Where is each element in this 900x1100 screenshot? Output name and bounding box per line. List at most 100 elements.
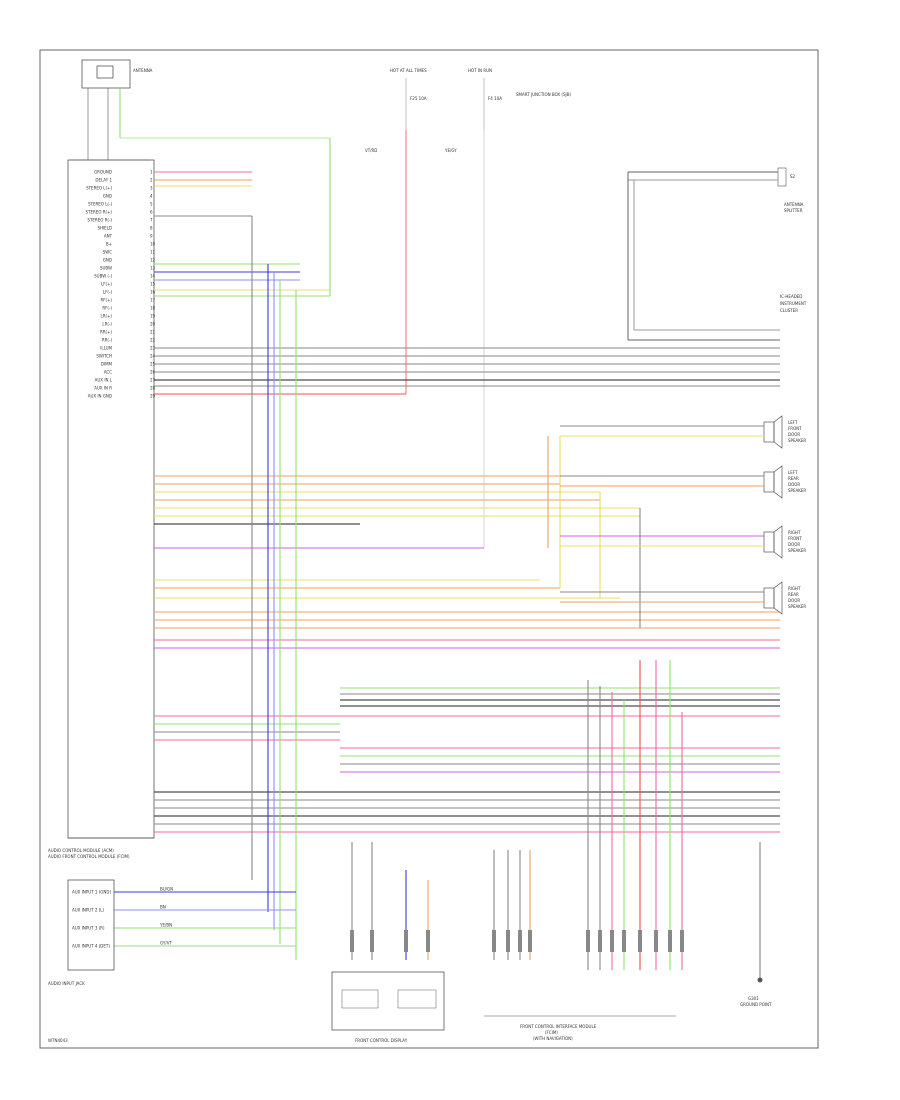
pin-label: STEREO R(-)	[87, 218, 112, 223]
connector-pin	[598, 930, 602, 952]
antenna-connector: ANTENNA	[70, 59, 330, 161]
front-control-display: FRONT CONTROL DISPLAY	[331, 971, 445, 1043]
fcim-connector: FRONT CONTROL INTERFACE MODULE (FCIM) (W…	[484, 1015, 676, 1041]
pin-number: 24	[150, 354, 156, 359]
speaker-label: DOOR	[788, 432, 800, 437]
pin-number: 2	[150, 178, 153, 183]
input-wire-label: BU/GN	[160, 887, 173, 892]
speaker-icon	[763, 421, 775, 443]
pin-label: ANT	[104, 234, 113, 239]
pin-number: 23	[150, 346, 156, 351]
speaker-cone	[773, 525, 783, 559]
pin-label: AUX IN L	[95, 378, 113, 383]
speaker-label: SPEAKER	[788, 604, 806, 609]
pin-number: 14	[150, 274, 156, 279]
hot-in-run-label: HOT IN RUN	[468, 68, 492, 73]
pin-label: LR(+)	[101, 314, 113, 319]
speaker-label: RIGHT	[788, 586, 801, 591]
speaker-label: SPEAKER	[788, 438, 806, 443]
pin-label: LR(-)	[102, 322, 112, 327]
pin-label: SHIELD	[97, 226, 112, 231]
footer-code: W7N4043	[48, 1038, 68, 1043]
fuse-1-label: F25 10A	[410, 96, 427, 101]
hot-at-all-times-label: HOT AT ALL TIMES	[390, 68, 427, 73]
pin-label: LF(-)	[103, 290, 113, 295]
connector-pin	[404, 930, 408, 952]
connector-pin	[610, 930, 614, 952]
antenna-splitter: S2 ANTENNA SPLITTER	[627, 167, 804, 341]
speaker-cone	[773, 581, 783, 615]
instrument-cluster-label: IC-HEADED INSTRUMENT CLUSTER	[780, 294, 807, 313]
fuse-section: HOT AT ALL TIMES HOT IN RUN F25 10A F4 1…	[365, 68, 571, 548]
fcim-label-3: (WITH NAVIGATION)	[533, 1036, 573, 1041]
connector-pin	[528, 930, 532, 952]
svg-text:GROUND POINT: GROUND POINT	[740, 1002, 772, 1007]
pin-label: AUX IN R	[94, 386, 112, 391]
pin-number: 16	[150, 290, 156, 295]
connector-pin	[654, 930, 658, 952]
input-wire-label: YE/BN	[159, 923, 172, 928]
pin-number: 10	[150, 242, 156, 247]
speaker-label: FRONT	[788, 536, 802, 541]
speakers: LEFTFRONTDOORSPEAKERLEFTREARDOORSPEAKERR…	[560, 415, 806, 615]
pin-label: B+	[106, 242, 112, 247]
wire-2-label: YE/GY	[444, 148, 457, 153]
pin-label: ACC	[104, 370, 112, 375]
splitter-id: S2	[790, 174, 796, 179]
pin-label: SWITCH	[96, 354, 112, 359]
pin-number: 5	[150, 202, 153, 207]
fuse-2-label: F4 10A	[488, 96, 502, 101]
pin-number: 8	[150, 226, 153, 231]
pin-number: 11	[150, 250, 156, 255]
pin-number: 13	[150, 266, 156, 271]
speaker-cone	[773, 465, 783, 499]
speaker-label: REAR	[788, 476, 799, 481]
input-label: AUX INPUT 2 (L)	[72, 908, 105, 913]
speaker-label: SPEAKER	[788, 488, 806, 493]
input-label: AUX INPUT 1 (GND)	[72, 890, 111, 895]
speaker-icon	[763, 531, 775, 553]
pin-label: GND	[103, 194, 112, 199]
connector-pin	[668, 930, 672, 952]
pin-number: 7	[150, 218, 153, 223]
input-label: AUX INPUT 4 (DET)	[72, 944, 110, 949]
pin-label: GND	[103, 258, 112, 263]
speaker-icon	[763, 471, 775, 493]
speaker-label: LEFT	[788, 470, 798, 475]
pin-label: SUBW (-)	[94, 274, 112, 279]
pin-label: RF(-)	[102, 306, 112, 311]
pin-number: 9	[150, 234, 153, 239]
svg-text:INSTRUMENT: INSTRUMENT	[780, 301, 807, 306]
input-wire-label: BN	[160, 905, 166, 910]
pin-label: DELAY 1	[95, 178, 112, 183]
speaker-icon	[763, 587, 775, 609]
pin-number: 12	[150, 258, 156, 263]
pin-label: RR(-)	[102, 338, 113, 343]
pin-number: 3	[150, 186, 153, 191]
speaker-label: DOOR	[788, 542, 800, 547]
pin-label: SWC	[103, 250, 112, 255]
pin-number: 29	[150, 394, 156, 399]
speaker-label: DOOR	[788, 482, 800, 487]
speaker-label: REAR	[788, 592, 799, 597]
pin-number: 20	[150, 322, 156, 327]
input-label: AUX INPUT 3 (R)	[72, 926, 105, 931]
wire-harness	[154, 138, 780, 970]
connector-pin	[680, 930, 684, 952]
pin-number: 18	[150, 306, 156, 311]
antenna-label: ANTENNA	[133, 68, 153, 73]
connector-pin	[586, 930, 590, 952]
pin-number: 28	[150, 386, 156, 391]
splitter-label: ANTENNA	[784, 202, 804, 207]
speaker-label: FRONT	[788, 426, 802, 431]
input-wire-label: GY/VT	[160, 941, 172, 946]
module-name: AUDIO CONTROL MODULE (ACM)	[48, 848, 114, 853]
pin-label: ILLUM	[100, 346, 112, 351]
connector-pin	[426, 930, 430, 952]
pin-number: 21	[150, 330, 156, 335]
speaker-label: LEFT	[788, 420, 798, 425]
fuse-2-desc: SMART JUNCTION BOX (SJB)	[516, 92, 571, 97]
connector-pin	[518, 930, 522, 952]
pin-number: 17	[150, 298, 156, 303]
